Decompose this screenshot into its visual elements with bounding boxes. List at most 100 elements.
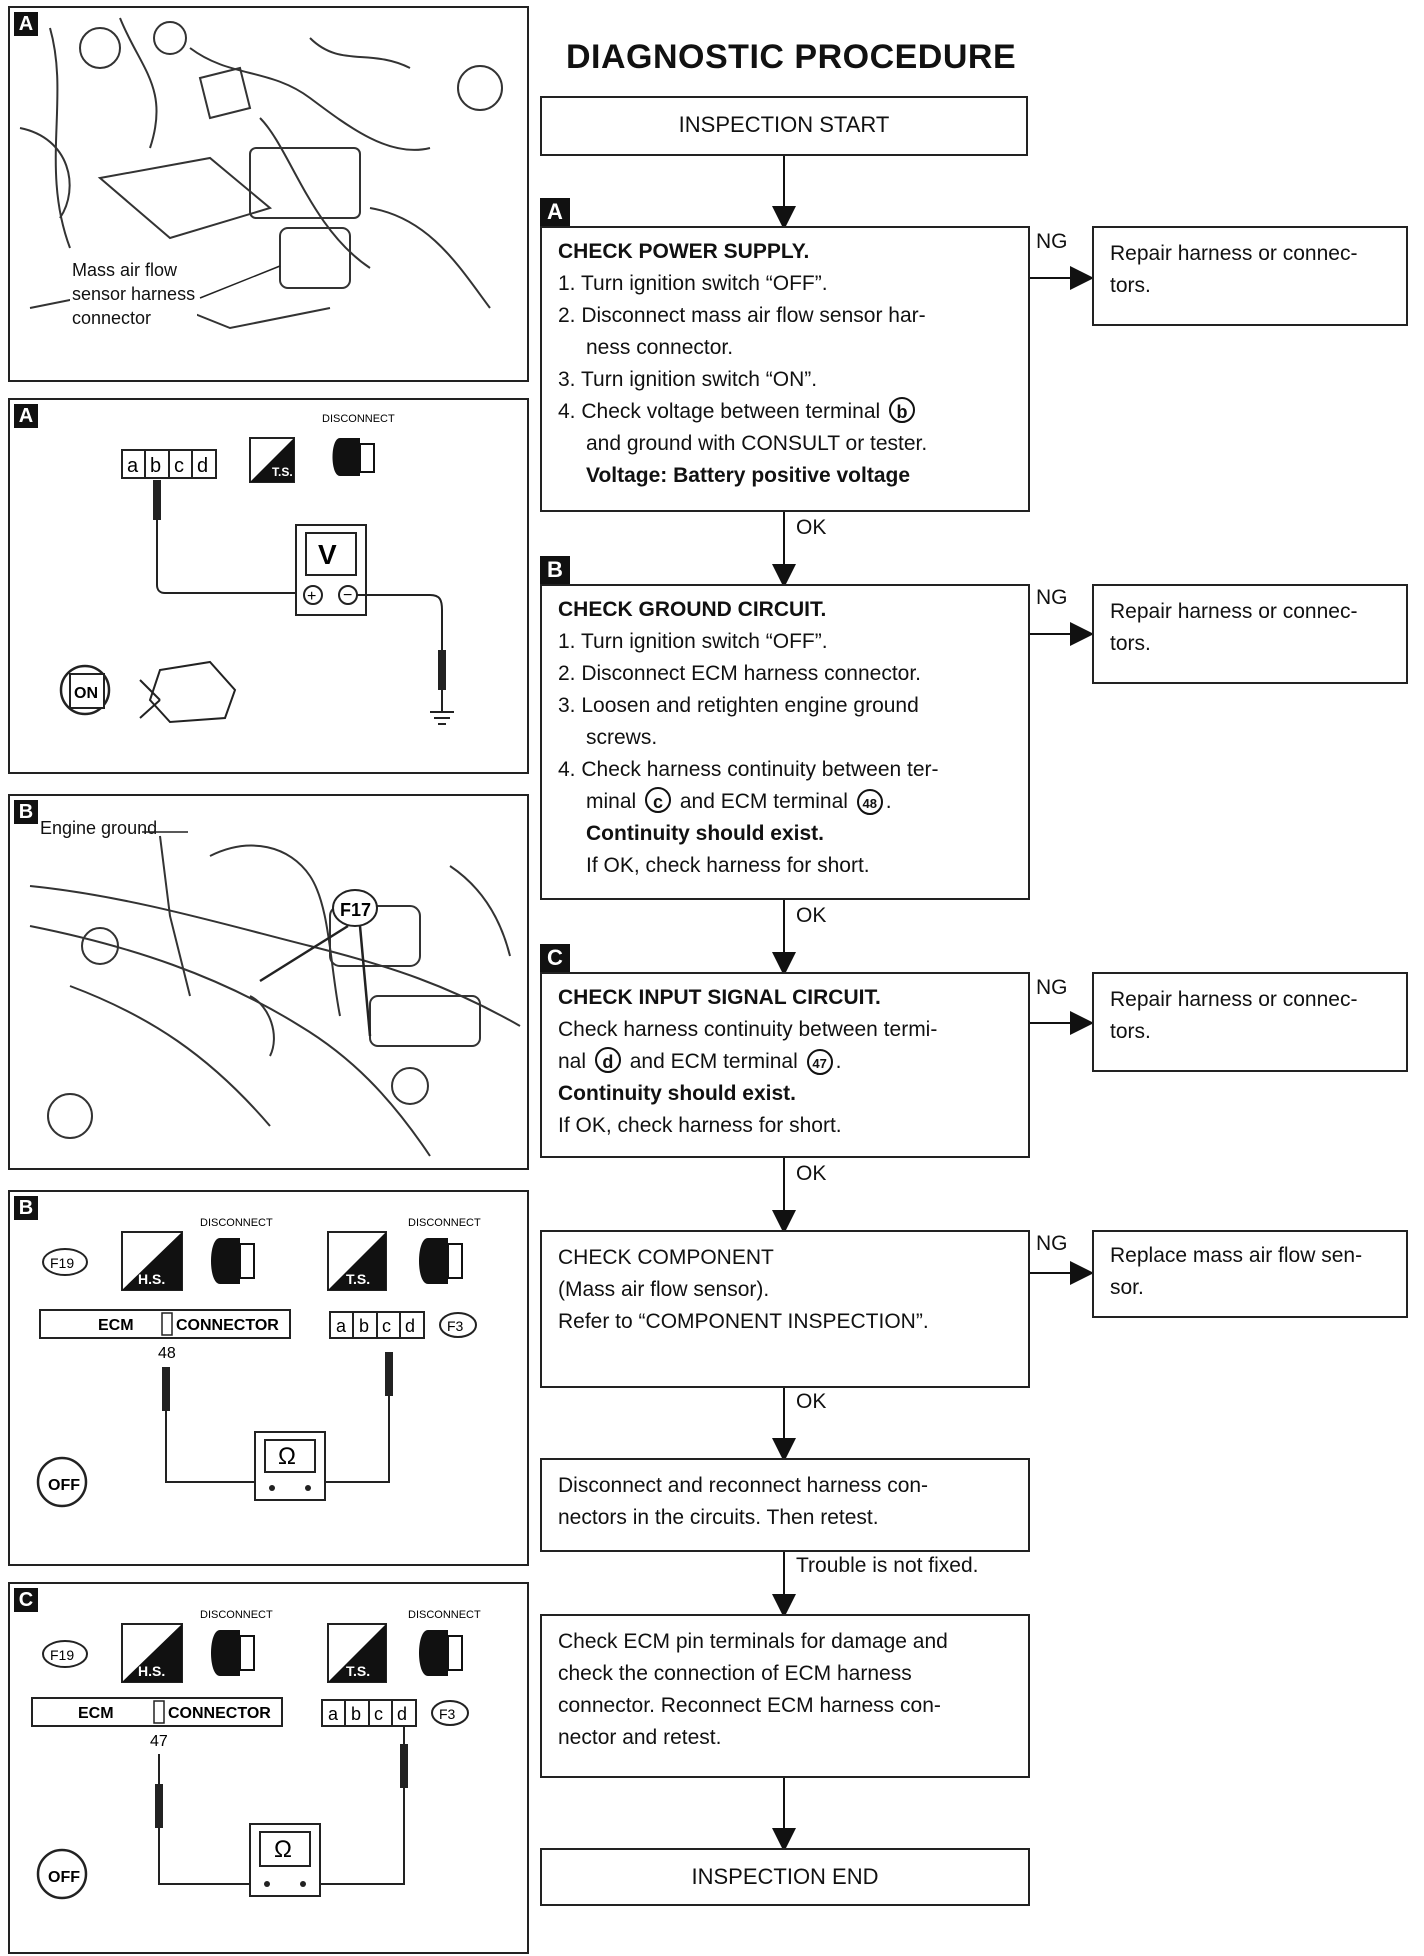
power-heading: CHECK POWER SUPPLY. bbox=[558, 240, 810, 263]
reconnect-line-2: nectors in the circuits. Then retest. bbox=[558, 1506, 879, 1529]
power-step-4: 4. Check voltage between terminal b bbox=[558, 396, 1012, 428]
terminal-c-marker: c bbox=[645, 787, 672, 813]
ground-step-4-pre: minal bbox=[586, 790, 637, 813]
negative-terminal: − bbox=[343, 587, 352, 604]
input-heading: CHECK INPUT SIGNAL CIRCUIT. bbox=[558, 986, 881, 1009]
ecm-check-line-1: Check ECM pin terminals for damage and bbox=[558, 1630, 948, 1653]
check-input-signal-box: CHECK INPUT SIGNAL CIRCUIT. Check harnes… bbox=[540, 972, 1030, 1158]
svg-text:DISCONNECT: DISCONNECT bbox=[200, 1609, 273, 1621]
ok-label-a: OK bbox=[796, 516, 827, 539]
repair-line: tors. bbox=[1110, 632, 1151, 655]
ground-continuity-panel-b: B F19 H.S. DISCONNECT T.S. DISCONNECT EC… bbox=[8, 1190, 529, 1566]
disconnect-label-2: DISCONNECT bbox=[408, 1217, 481, 1229]
pin-d: d bbox=[197, 455, 208, 477]
engine-ground-illustration: F17 bbox=[29, 831, 521, 1157]
reconnect-box: Disconnect and reconnect harness con- ne… bbox=[540, 1458, 1030, 1552]
ecm-check-line-3: connector. Reconnect ECM harness con- bbox=[558, 1694, 941, 1717]
ground-step-1: 1. Turn ignition switch “OFF”. bbox=[558, 630, 828, 653]
ground-continuity-wiring: F19 H.S. DISCONNECT T.S. DISCONNECT ECM … bbox=[36, 1217, 481, 1508]
power-step-2: 2. Disconnect mass air flow sensor har- bbox=[558, 304, 926, 327]
ng-label-c: NG bbox=[1036, 976, 1068, 999]
svg-text:DISCONNECT: DISCONNECT bbox=[408, 1609, 481, 1621]
input-continuity-wiring: F19 H.S. DISCONNECT T.S. DISCONNECT ECM … bbox=[31, 1609, 481, 1900]
trouble-not-fixed-label: Trouble is not fixed. bbox=[796, 1554, 979, 1577]
input-note: If OK, check harness for short. bbox=[558, 1114, 842, 1137]
ohmmeter-symbol: Ω bbox=[278, 1443, 296, 1470]
ng-label-a: NG bbox=[1036, 230, 1068, 253]
panel-tag: A bbox=[14, 404, 38, 428]
page-title: DIAGNOSTIC PROCEDURE bbox=[566, 38, 1017, 76]
svg-text:ECM: ECM bbox=[78, 1705, 114, 1722]
svg-text:T.S.: T.S. bbox=[346, 1663, 370, 1679]
ecm-label: ECM bbox=[98, 1317, 134, 1334]
inspection-end-box: INSPECTION END bbox=[540, 1848, 1030, 1906]
ground-note: If OK, check harness for short. bbox=[586, 854, 870, 877]
connector-label: CONNECTOR bbox=[176, 1317, 279, 1334]
label-line: connector bbox=[72, 308, 152, 328]
inspection-start-box: INSPECTION START bbox=[540, 96, 1028, 156]
engine-sketch-illustration bbox=[19, 17, 503, 330]
repair-line: tors. bbox=[1110, 274, 1151, 297]
voltage-check-panel-a: A a b c d V + − T.S. DISCONNECT ON bbox=[8, 398, 529, 774]
repair-box-c: Repair harness or connec- tors. bbox=[1092, 972, 1408, 1072]
power-spec: Voltage: Battery positive voltage bbox=[586, 464, 911, 487]
terminal-b-marker: b bbox=[889, 397, 916, 423]
component-line-3: Refer to “COMPONENT INSPECTION”. bbox=[558, 1310, 929, 1333]
svg-text:F19: F19 bbox=[50, 1647, 74, 1663]
svg-text:F3: F3 bbox=[439, 1706, 456, 1722]
power-step-3: 3. Turn ignition switch “ON”. bbox=[558, 368, 818, 391]
ecm-check-box: Check ECM pin terminals for damage and c… bbox=[540, 1614, 1030, 1778]
label-line: Mass air flow bbox=[72, 260, 178, 280]
svg-text:d: d bbox=[405, 1316, 415, 1336]
input-spec: Continuity should exist. bbox=[558, 1082, 797, 1105]
mass-air-flow-connector-label: Mass air flow sensor harness connector bbox=[70, 258, 198, 330]
ts-label: T.S. bbox=[272, 465, 293, 479]
inspection-end-label: INSPECTION END bbox=[691, 1864, 879, 1889]
replace-line: Replace mass air flow sen- bbox=[1110, 1244, 1363, 1267]
reconnect-line-1: Disconnect and reconnect harness con- bbox=[558, 1474, 929, 1497]
ground-step-3-cont: screws. bbox=[586, 726, 658, 749]
ng-label-d: NG bbox=[1036, 1232, 1068, 1255]
input-continuity-panel-c: C F19 H.S. DISCONNECT T.S. DISCONNECT EC… bbox=[8, 1582, 529, 1954]
ground-step-4-cont: minal c and ECM terminal 48. bbox=[558, 786, 1012, 818]
svg-text:CONNECTOR: CONNECTOR bbox=[168, 1705, 271, 1722]
ok-label-d: OK bbox=[796, 1390, 827, 1413]
ok-label-b: OK bbox=[796, 904, 827, 927]
panel-tag: A bbox=[14, 12, 38, 36]
pin-a: a bbox=[127, 455, 139, 477]
svg-text:c: c bbox=[382, 1316, 391, 1336]
ground-spec: Continuity should exist. bbox=[586, 822, 825, 845]
ground-heading: CHECK GROUND CIRCUIT. bbox=[558, 598, 827, 621]
ts-label: T.S. bbox=[346, 1271, 370, 1287]
ecm-check-line-2: check the connection of ECM harness bbox=[558, 1662, 912, 1685]
key-on-label: ON bbox=[74, 685, 98, 702]
check-power-supply-box: CHECK POWER SUPPLY. 1. Turn ignition swi… bbox=[540, 226, 1030, 512]
repair-line: tors. bbox=[1110, 1020, 1151, 1043]
pin-47-label: 47 bbox=[150, 1733, 168, 1750]
terminal-47-marker: 47 bbox=[806, 1049, 833, 1075]
voltmeter-symbol: V bbox=[318, 539, 337, 570]
power-step-1: 1. Turn ignition switch “OFF”. bbox=[558, 272, 828, 295]
pin-b: b bbox=[150, 455, 161, 477]
svg-text:a: a bbox=[336, 1316, 347, 1336]
f3-label: F3 bbox=[447, 1318, 464, 1334]
component-line-2: (Mass air flow sensor). bbox=[558, 1278, 770, 1301]
ground-step-4: 4. Check harness continuity between ter- bbox=[558, 758, 939, 781]
repair-line: Repair harness or connec- bbox=[1110, 600, 1358, 623]
f17-callout: F17 bbox=[340, 900, 371, 920]
panel-tag: C bbox=[14, 1588, 38, 1612]
power-step-4-text: 4. Check voltage between terminal bbox=[558, 400, 881, 423]
section-tag-a: A bbox=[540, 198, 570, 226]
repair-line: Repair harness or connec- bbox=[1110, 988, 1358, 1011]
terminal-48-marker: 48 bbox=[856, 789, 883, 815]
check-component-box: CHECK COMPONENT (Mass air flow sensor). … bbox=[540, 1230, 1030, 1388]
ng-label-b: NG bbox=[1036, 586, 1068, 609]
replace-line: sor. bbox=[1110, 1276, 1144, 1299]
repair-box-b: Repair harness or connec- tors. bbox=[1092, 584, 1408, 684]
ok-label-c: OK bbox=[796, 1162, 827, 1185]
terminal-d-marker: d bbox=[594, 1047, 621, 1073]
ecm-check-line-4: nector and retest. bbox=[558, 1726, 722, 1749]
label-line: sensor harness bbox=[72, 284, 196, 304]
disconnect-label: DISCONNECT bbox=[200, 1217, 273, 1229]
input-line-2-pre: nal bbox=[558, 1050, 587, 1073]
